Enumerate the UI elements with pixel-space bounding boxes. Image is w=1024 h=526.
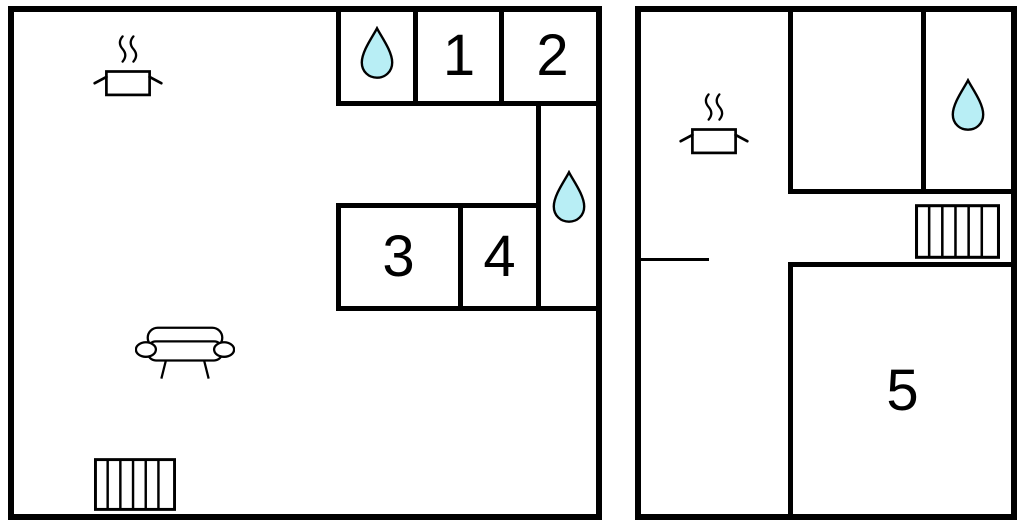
water-drop-icon [358, 26, 396, 80]
cooking-pot-icon [678, 88, 750, 162]
room-label-5: 5 [794, 268, 1011, 513]
wall-segment [788, 262, 1012, 267]
water-drop-icon [949, 78, 987, 132]
radiator-icon [915, 204, 1000, 259]
room-number: 1 [442, 23, 476, 88]
wall-segment [336, 6, 341, 106]
room-number: 2 [536, 23, 569, 88]
wall-segment [788, 6, 793, 194]
wall-segment [921, 6, 926, 194]
room-number: 4 [483, 224, 516, 289]
wall-stub [641, 258, 709, 261]
wall-segment [413, 6, 418, 106]
wall-segment [336, 101, 602, 106]
wall-segment [336, 203, 541, 208]
wall-segment [499, 6, 504, 106]
room-number: 5 [886, 357, 919, 423]
room-number: 3 [382, 224, 415, 289]
wall-segment [788, 262, 793, 514]
room-label-1: 1 [419, 10, 499, 102]
wall-segment [458, 203, 463, 311]
room-label-4: 4 [463, 208, 536, 306]
wall-segment [336, 306, 602, 311]
cooking-pot-icon [92, 30, 164, 104]
sofa-icon [135, 325, 235, 385]
water-drop-icon [550, 170, 588, 224]
wall-segment [336, 203, 341, 311]
room-label-2: 2 [504, 10, 601, 102]
room-label-3: 3 [341, 208, 456, 306]
wall-segment [788, 189, 1012, 194]
radiator-icon [94, 458, 176, 511]
